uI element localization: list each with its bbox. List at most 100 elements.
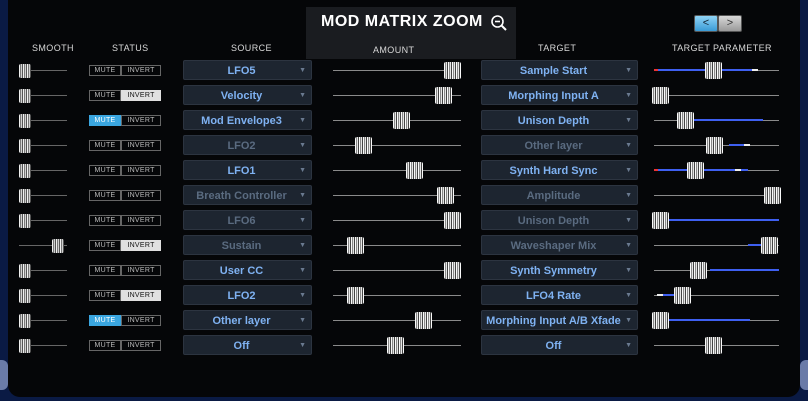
smooth-slider[interactable] <box>19 289 31 303</box>
invert-toggle[interactable]: INVERT <box>121 90 161 101</box>
target-dropdown[interactable]: LFO4 Rate▼ <box>481 285 638 305</box>
amount-slider[interactable] <box>444 212 461 229</box>
smooth-slider[interactable] <box>19 139 31 153</box>
target-parameter-slider[interactable] <box>676 112 694 129</box>
mute-toggle[interactable]: MUTE <box>89 65 121 76</box>
source-dropdown[interactable]: Velocity▼ <box>183 85 312 105</box>
smooth-slider[interactable] <box>19 114 31 128</box>
smooth-slider[interactable] <box>19 89 31 103</box>
chevron-down-icon: ▼ <box>625 117 632 124</box>
target-parameter-track <box>654 295 779 296</box>
amount-slider[interactable] <box>435 87 453 104</box>
smooth-track <box>19 295 67 296</box>
invert-toggle[interactable]: INVERT <box>121 240 161 251</box>
amount-slider[interactable] <box>437 187 455 204</box>
mute-toggle[interactable]: MUTE <box>89 290 121 301</box>
mute-toggle[interactable]: MUTE <box>89 340 121 351</box>
mute-toggle[interactable]: MUTE <box>89 115 121 126</box>
next-page-button[interactable]: > <box>718 15 742 32</box>
target-parameter-slider[interactable] <box>704 337 722 354</box>
target-parameter-slider[interactable] <box>686 162 704 179</box>
target-dropdown[interactable]: Amplitude▼ <box>481 185 638 205</box>
smooth-slider[interactable] <box>19 189 31 203</box>
chevron-down-icon: ▼ <box>625 317 632 324</box>
target-parameter-slider[interactable] <box>704 62 722 79</box>
smooth-slider[interactable] <box>19 339 31 353</box>
smooth-track <box>19 345 67 346</box>
source-dropdown[interactable]: Mod Envelope3▼ <box>183 110 312 130</box>
source-dropdown[interactable]: LFO2▼ <box>183 285 312 305</box>
range-start-marker <box>654 169 658 171</box>
target-dropdown[interactable]: Unison Depth▼ <box>481 110 638 130</box>
target-dropdown[interactable]: Synth Symmetry▼ <box>481 260 638 280</box>
invert-toggle[interactable]: INVERT <box>121 265 161 276</box>
target-parameter-slider[interactable] <box>652 87 669 104</box>
source-dropdown[interactable]: Off▼ <box>183 335 312 355</box>
mute-toggle[interactable]: MUTE <box>89 315 121 326</box>
source-dropdown[interactable]: LFO2▼ <box>183 135 312 155</box>
target-parameter-slider[interactable] <box>674 287 692 304</box>
source-label: LFO2 <box>227 140 256 152</box>
target-dropdown[interactable]: Sample Start▼ <box>481 60 638 80</box>
smooth-slider[interactable] <box>19 64 31 78</box>
mute-toggle[interactable]: MUTE <box>89 240 121 251</box>
zoom-out-icon[interactable] <box>490 14 508 32</box>
invert-toggle[interactable]: INVERT <box>121 190 161 201</box>
invert-toggle[interactable]: INVERT <box>121 165 161 176</box>
previous-page-button[interactable]: < <box>694 15 718 32</box>
amount-slider[interactable] <box>355 137 373 154</box>
target-parameter-slider[interactable] <box>760 237 778 254</box>
target-parameter-slider[interactable] <box>690 262 708 279</box>
modulation-range <box>729 144 746 146</box>
target-dropdown[interactable]: Waveshaper Mix▼ <box>481 235 638 255</box>
invert-toggle[interactable]: INVERT <box>121 140 161 151</box>
amount-slider[interactable] <box>347 287 365 304</box>
target-parameter-slider[interactable] <box>652 212 669 229</box>
target-dropdown[interactable]: Synth Hard Sync▼ <box>481 160 638 180</box>
source-dropdown[interactable]: LFO5 ▼ <box>183 60 312 80</box>
amount-slider[interactable] <box>415 312 433 329</box>
target-parameter-slider[interactable] <box>705 137 723 154</box>
target-dropdown[interactable]: Unison Depth▼ <box>481 210 638 230</box>
target-dropdown[interactable]: Other layer▼ <box>481 135 638 155</box>
smooth-slider[interactable] <box>52 239 64 253</box>
amount-slider[interactable] <box>387 337 405 354</box>
invert-toggle[interactable]: INVERT <box>121 315 161 326</box>
invert-toggle[interactable]: INVERT <box>121 115 161 126</box>
amount-slider[interactable] <box>406 162 424 179</box>
target-dropdown[interactable]: Morphing Input A▼ <box>481 85 638 105</box>
amount-slider[interactable] <box>444 62 461 79</box>
source-dropdown[interactable]: Breath Controller▼ <box>183 185 312 205</box>
chevron-down-icon: ▼ <box>299 317 306 324</box>
target-parameter-slider[interactable] <box>764 187 781 204</box>
invert-toggle[interactable]: INVERT <box>121 65 161 76</box>
smooth-slider[interactable] <box>19 314 31 328</box>
smooth-slider[interactable] <box>19 264 31 278</box>
source-dropdown[interactable]: Other layer▼ <box>183 310 312 330</box>
chevron-down-icon: ▼ <box>299 67 306 74</box>
mute-toggle[interactable]: MUTE <box>89 140 121 151</box>
mute-toggle[interactable]: MUTE <box>89 165 121 176</box>
amount-slider[interactable] <box>444 262 461 279</box>
source-label: LFO5 <box>227 65 256 77</box>
target-dropdown[interactable]: Morphing Input A/B Xfade▼ <box>481 310 638 330</box>
mute-toggle[interactable]: MUTE <box>89 190 121 201</box>
mute-toggle[interactable]: MUTE <box>89 215 121 226</box>
mute-toggle[interactable]: MUTE <box>89 90 121 101</box>
amount-slider[interactable] <box>347 237 365 254</box>
invert-toggle[interactable]: INVERT <box>121 290 161 301</box>
target-parameter-slider[interactable] <box>652 312 669 329</box>
smooth-slider[interactable] <box>19 164 31 178</box>
amount-slider[interactable] <box>392 112 410 129</box>
source-dropdown[interactable]: User CC▼ <box>183 260 312 280</box>
invert-toggle[interactable]: INVERT <box>121 340 161 351</box>
mute-toggle[interactable]: MUTE <box>89 265 121 276</box>
chevron-down-icon: ▼ <box>299 192 306 199</box>
source-dropdown[interactable]: LFO1▼ <box>183 160 312 180</box>
smooth-slider[interactable] <box>19 214 31 228</box>
target-dropdown[interactable]: Off▼ <box>481 335 638 355</box>
source-dropdown[interactable]: Sustain▼ <box>183 235 312 255</box>
source-dropdown[interactable]: LFO6▼ <box>183 210 312 230</box>
invert-toggle[interactable]: INVERT <box>121 215 161 226</box>
